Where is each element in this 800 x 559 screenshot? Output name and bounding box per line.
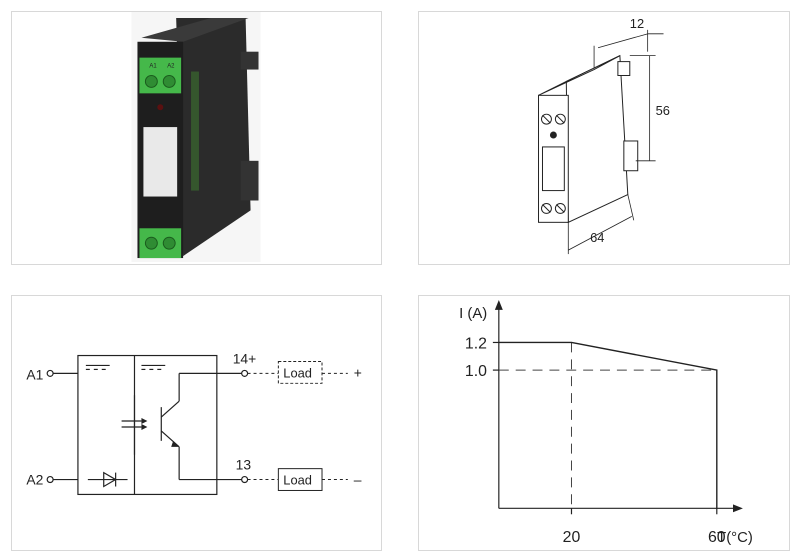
x-tick-label: 60	[708, 529, 726, 546]
pin-a2	[46, 475, 54, 484]
dim-width-label: 12	[630, 16, 644, 31]
derating-chart-panel: I (A) T(°C) 20 60 1.2 1.0	[418, 295, 790, 551]
pin-label-a2: A2	[26, 472, 43, 488]
pin-a1	[46, 369, 54, 377]
screw-icon	[554, 202, 566, 214]
led-indicator	[157, 104, 164, 111]
din-clip-top	[240, 51, 259, 70]
x-tick-label: 20	[563, 529, 581, 546]
screw-icon	[541, 202, 552, 214]
screw-icon	[554, 113, 566, 125]
terminal-label-a2: A2	[167, 64, 174, 70]
dim-height-label: 56	[656, 103, 670, 118]
product-photo-panel: A1 A2	[11, 11, 382, 265]
pin-14	[241, 369, 249, 377]
side-print	[191, 71, 199, 191]
circuit-diagram: A1 A2 14+ 13 Load Load + –	[26, 350, 362, 496]
module-top	[538, 55, 621, 96]
load-label-bottom: Load	[283, 473, 312, 488]
led-diode-icon	[103, 471, 117, 488]
din-clip	[617, 61, 631, 76]
screw-icon	[541, 113, 552, 125]
screw-icon	[162, 75, 176, 88]
circuit-diagram-panel: A1 A2 14+ 13 Load Load + –	[11, 295, 382, 551]
pin-label-14: 14+	[233, 350, 257, 366]
y-tick-label: 1.0	[465, 363, 487, 380]
terminal-block-top	[139, 57, 182, 94]
polarity-minus: –	[354, 472, 362, 488]
y-axis-arrow-icon	[494, 299, 503, 310]
screw-icon	[144, 236, 158, 250]
x-axis-arrow-icon	[732, 504, 743, 513]
marking-label	[541, 146, 565, 192]
dimension-drawing-panel: 12 56 64	[418, 11, 790, 265]
screw-icon	[162, 236, 176, 250]
relay-top	[141, 17, 249, 42]
dim-depth-label: 64	[590, 230, 604, 245]
load-box-top	[277, 360, 323, 384]
module-side	[565, 54, 629, 224]
pin-label-13: 13	[236, 457, 252, 473]
din-clip	[623, 140, 639, 172]
dimension-drawing: 12 56 64	[538, 16, 670, 255]
pin-label-a1: A1	[26, 366, 43, 382]
led-indicator	[549, 131, 557, 139]
x-axis-label: T(°C)	[717, 530, 753, 546]
pin-13	[241, 475, 249, 484]
y-axis-label: I (A)	[459, 306, 487, 322]
terminal-label-a1: A1	[149, 64, 157, 70]
din-clip-bottom	[240, 160, 259, 201]
screw-icon	[144, 75, 158, 88]
relay-photo: A1 A2	[131, 12, 261, 263]
load-label-top: Load	[283, 365, 312, 380]
y-tick-label: 1.2	[465, 335, 487, 352]
derating-chart: I (A) T(°C) 20 60 1.2 1.0	[459, 299, 753, 546]
relay-box	[77, 354, 218, 496]
derating-curve	[498, 341, 718, 509]
marking-label	[143, 127, 178, 197]
polarity-plus: +	[354, 364, 362, 380]
